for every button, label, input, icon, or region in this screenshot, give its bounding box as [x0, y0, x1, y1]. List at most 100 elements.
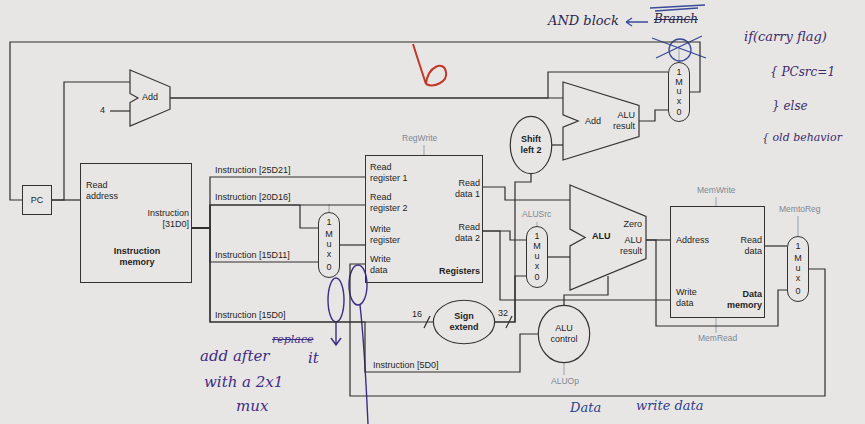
handwritten-note: Data	[570, 401, 601, 416]
node-text: 1	[534, 231, 539, 242]
handwritten-note: add after	[200, 348, 270, 365]
control-signal: MemRead	[698, 334, 737, 344]
datapath-wire	[646, 240, 787, 326]
node-text: Read register 1	[370, 162, 416, 183]
node-text: Zero	[614, 219, 642, 230]
datapath-wire	[639, 110, 668, 121]
handwritten-note: write data	[636, 399, 704, 414]
constant-wire	[110, 110, 130, 111]
node-text: PC	[31, 195, 44, 206]
bus-label: Instruction [20D16]	[214, 192, 292, 202]
datapath-wire	[765, 245, 787, 246]
node-text: ALU result	[605, 110, 635, 131]
multiplexer: 1Mux0	[526, 226, 548, 288]
control-signal: MemtoReg	[779, 205, 821, 215]
handwritten-note: it	[308, 350, 319, 367]
handwritten-note: Branch	[654, 13, 698, 27]
bus-constant: 4	[100, 105, 105, 115]
sign-extend-unit: Sign extend	[433, 300, 495, 344]
datapath-wire	[552, 144, 563, 145]
node-text: ALU result	[612, 235, 642, 256]
node-text: Read data 2	[442, 222, 480, 243]
adder-shape	[130, 70, 170, 126]
node-text: 1	[326, 217, 331, 228]
datapath-wire	[10, 42, 700, 200]
node-text: Mux	[325, 230, 334, 260]
handwritten-note: replace	[272, 334, 314, 347]
datapath-wire	[548, 256, 570, 257]
node-text: Shift left 2	[515, 134, 547, 155]
handwritten-note: with a 2x1	[204, 374, 283, 391]
node-text: Add	[142, 92, 158, 103]
control-line	[798, 216, 799, 236]
handwritten-note: { old behavior	[762, 132, 842, 145]
register-box: PC	[22, 185, 52, 215]
memory-box: Read addressInstruction [31D0]Instructio…	[80, 163, 192, 283]
node-text: Read data 1	[442, 178, 480, 199]
adder-shape	[563, 82, 639, 160]
node-text: Sign extend	[443, 311, 485, 332]
handwritten-arrow	[331, 322, 341, 345]
datapath-wire	[340, 244, 365, 245]
alu: ALUZeroALU result	[570, 185, 646, 290]
control-signal: RegWrite	[402, 134, 437, 144]
adder: Add	[130, 70, 170, 126]
memory-box: Address Read dataWrite data Data memory	[670, 206, 765, 318]
bus-label: Instruction [25D21]	[214, 165, 292, 175]
node-text: Read address	[86, 180, 126, 201]
node-text: Write data	[370, 254, 402, 275]
node-text: 0	[326, 262, 331, 273]
datapath-wire	[350, 264, 825, 396]
node-text: Add	[585, 116, 601, 127]
control-line	[564, 363, 565, 375]
adder-shape	[570, 185, 646, 290]
node-text: 0	[795, 286, 800, 297]
handwritten-note: } else	[772, 100, 808, 114]
handwritten-scribble	[652, 36, 706, 58]
ellipse-shape	[538, 305, 589, 362]
handwritten-note: if(carry flag)	[744, 30, 827, 45]
handwritten-mux	[328, 278, 344, 322]
ellipse-shape	[510, 116, 551, 173]
ellipse-shape	[433, 300, 494, 343]
node-text: Address	[676, 235, 709, 246]
shift-unit: Shift left 2	[510, 116, 552, 174]
handwritten-note: AND block	[548, 14, 619, 29]
datapath-wire	[192, 205, 318, 228]
node-text: 0	[676, 107, 681, 118]
node-text: Mux	[794, 254, 803, 284]
node-text: 0	[534, 272, 539, 283]
handwritten-scribble	[650, 5, 705, 11]
node-text: ALU	[592, 231, 611, 242]
control-signal: ALUOp	[551, 377, 579, 387]
datapath-wire	[495, 276, 526, 322]
control-signal: MemWrite	[697, 186, 736, 196]
node-text: 1	[676, 67, 681, 78]
multiplexer: 1Mux 0	[318, 212, 340, 278]
node-text: Read register 2	[370, 192, 416, 213]
handwritten-note: mux	[236, 398, 268, 415]
bus-label: Instruction [15D0]	[214, 310, 287, 320]
register-file: Read register 1 Read register 2 Write regi…	[365, 155, 483, 283]
control-line	[716, 197, 717, 206]
node-text: Read data	[728, 235, 762, 256]
handwritten-arrow	[626, 18, 648, 26]
node-text: Data memory	[718, 289, 762, 310]
multiplexer: 1Mux 0	[787, 236, 809, 302]
node-text: Mux	[675, 78, 684, 108]
control-line	[424, 145, 425, 155]
node-text: Mux	[533, 242, 542, 272]
node-text: Write data	[676, 287, 706, 308]
multiplexer: 1Mux0	[668, 62, 690, 122]
node-text: 1	[795, 241, 800, 252]
node-text: Write register	[370, 224, 416, 245]
bus-label: Instruction [5D0]	[372, 360, 440, 370]
bus-width: 16	[412, 309, 422, 319]
adder: Add ALU result	[563, 82, 639, 160]
node-text: ALU control	[544, 323, 584, 344]
red-scribble	[413, 44, 446, 85]
alu-control-unit: ALU control	[538, 305, 590, 363]
datapath-wire	[483, 187, 570, 200]
bus-label: Instruction [15D11]	[214, 250, 291, 260]
datapath-wire	[483, 231, 526, 240]
